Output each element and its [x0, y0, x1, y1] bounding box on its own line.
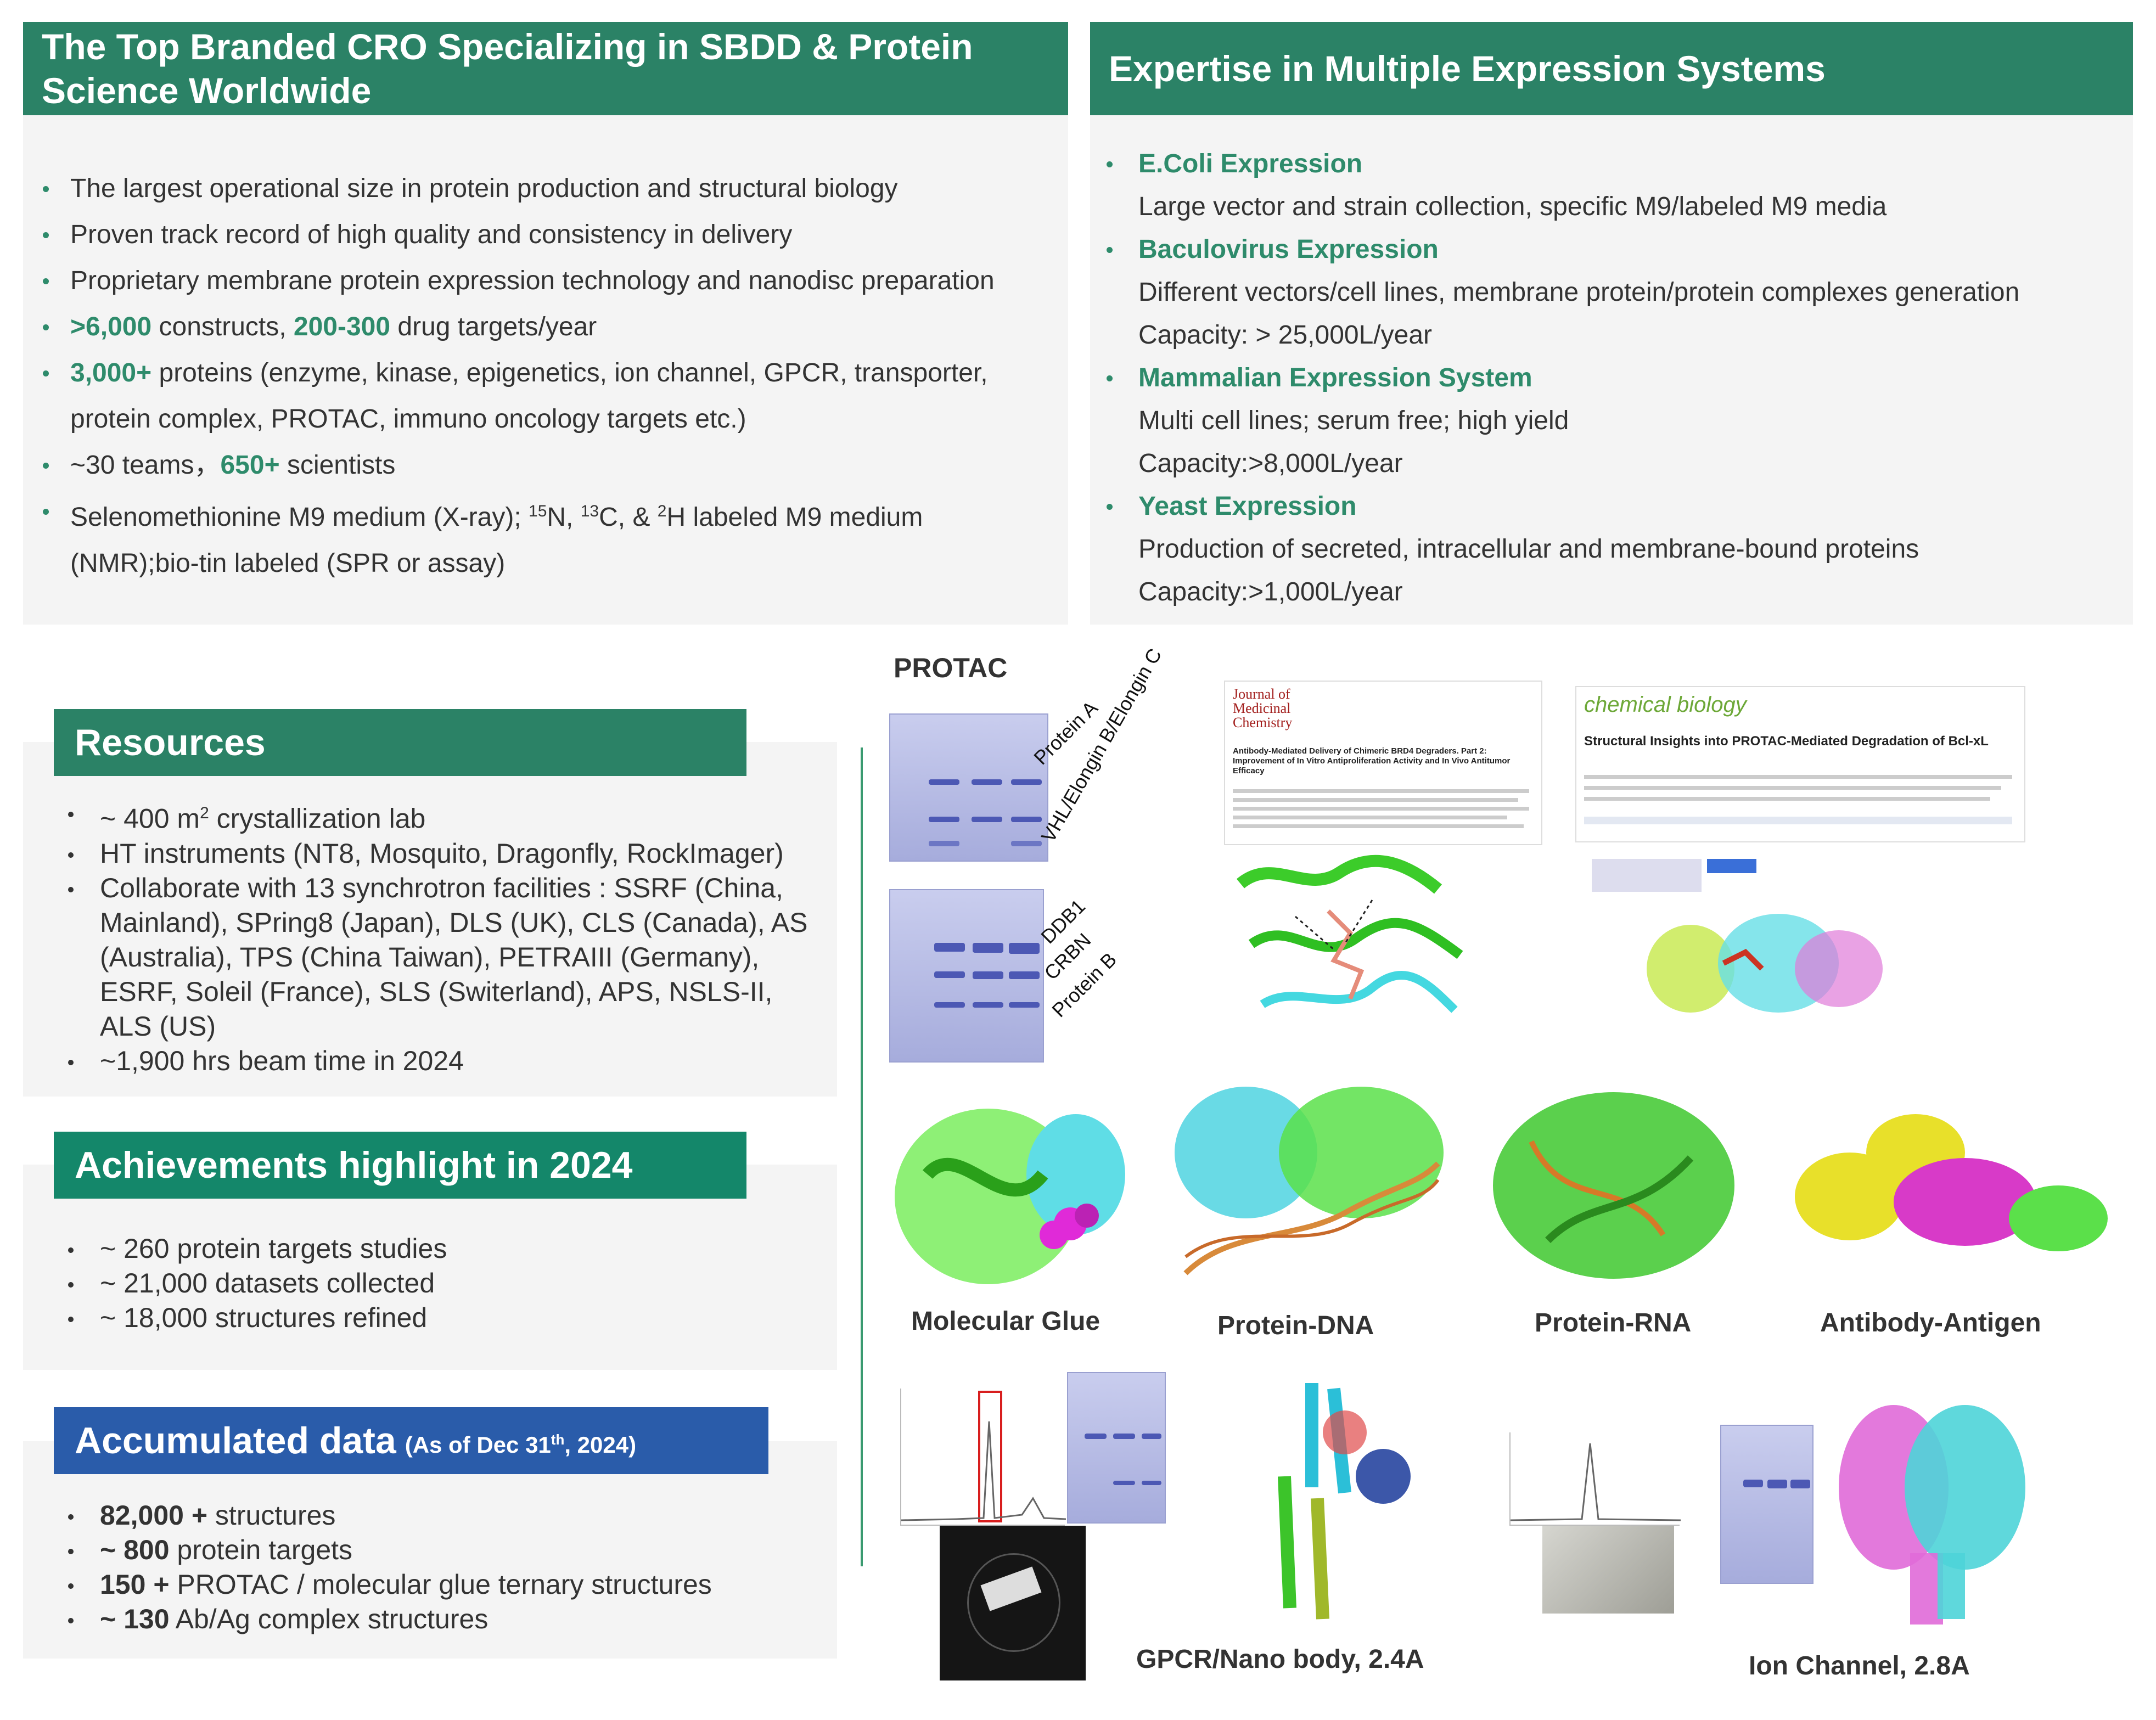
- gel-image-a: [889, 713, 1048, 862]
- gel-image-gpcr: [1067, 1372, 1166, 1524]
- list-item: HT instruments (NT8, Mosquito, Dragonfly…: [23, 836, 826, 871]
- system-mammalian: Mammalian Expression System Multi cell l…: [1107, 357, 2133, 485]
- bullet-dot: [1107, 375, 1113, 381]
- list-item: 3,000+ proteins (enzyme, kinase, epigene…: [23, 350, 1046, 442]
- ion-channel-structure-image: [1839, 1405, 2025, 1625]
- list-item: ~ 21,000 datasets collected: [23, 1266, 837, 1301]
- gpcr-nanobody-structure-image: [1278, 1383, 1411, 1620]
- list-item: ~30 teams，650+ scientists: [23, 442, 1046, 488]
- protac-label: PROTAC: [894, 653, 1008, 683]
- list-item: Proven track record of high quality and …: [23, 212, 1046, 258]
- system-ecoli: E.Coli Expression Large vector and strai…: [1107, 143, 2133, 228]
- bullet-dot: [1107, 161, 1113, 167]
- achievements-panel: [23, 1165, 837, 1370]
- list-item: ~ 18,000 structures refined: [23, 1301, 837, 1335]
- top-left-panel: The largest operational size in protein …: [23, 115, 1068, 625]
- gel-image-b: [889, 889, 1044, 1063]
- top-left-bullets: The largest operational size in protein …: [23, 166, 1068, 587]
- list-item: 150 + PROTAC / molecular glue ternary st…: [23, 1567, 837, 1602]
- list-item: The largest operational size in protein …: [23, 166, 1046, 212]
- list-item: ~ 260 protein targets studies: [23, 1232, 837, 1266]
- paper-thumbnail-jmc: Journal of Medicinal Chemistry Antibody-…: [1224, 681, 1542, 845]
- list-item: ~ 800 protein targets: [23, 1533, 837, 1567]
- journal-logo-jmc: Journal of Medicinal Chemistry: [1233, 686, 1293, 730]
- crystal-image-gpcr: [940, 1526, 1086, 1680]
- caption-molecular-glue: Molecular Glue: [911, 1307, 1101, 1336]
- protein-rna-structure-image: [1493, 1092, 1734, 1279]
- system-yeast: Yeast Expression Production of secreted,…: [1107, 485, 2133, 614]
- resources-list: ~ 400 m2 crystallization lab HT instrume…: [23, 796, 837, 1078]
- list-item: >6,000 constructs, 200-300 drug targets/…: [23, 304, 1046, 350]
- list-item: ~1,900 hrs beam time in 2024: [23, 1044, 826, 1078]
- bullet-dot: [1107, 504, 1113, 510]
- caption-antibody-antigen: Antibody-Antigen: [1820, 1308, 2041, 1337]
- accumulated-list: 82,000 + structures ~ 800 protein target…: [23, 1498, 837, 1637]
- system-baculovirus: Baculovirus Expression Different vectors…: [1107, 228, 2133, 357]
- resources-header: Resources: [54, 709, 746, 776]
- gel-image-ion-channel: [1720, 1425, 1813, 1584]
- journal-logo-acs: chemical biology: [1584, 693, 1747, 717]
- resources-panel: [23, 742, 837, 1097]
- top-left-header: The Top Branded CRO Specializing in SBDD…: [23, 22, 1068, 115]
- protein-structure-image-protac-2: [1592, 859, 1883, 1013]
- protein-structure-image-protac-1: [1236, 855, 1463, 1013]
- list-item: ~ 130 Ab/Ag complex structures: [23, 1602, 837, 1637]
- top-right-panel: E.Coli Expression Large vector and strai…: [1090, 115, 2133, 625]
- chromatogram-image-gpcr: [900, 1389, 1066, 1526]
- bullet-dot: [1107, 247, 1113, 253]
- chromatogram-image-ion-channel: [1509, 1432, 1681, 1526]
- list-item: Selenomethionine M9 medium (X-ray); 15N,…: [23, 488, 1046, 587]
- list-item: Collaborate with 13 synchrotron faciliti…: [23, 871, 826, 1044]
- vertical-divider: [861, 747, 863, 1566]
- caption-ion-channel: Ion Channel, 2.8A: [1749, 1651, 1970, 1680]
- protein-dna-structure-image: [1175, 1087, 1444, 1275]
- crystal-image-ion-channel: [1542, 1526, 1674, 1614]
- list-item: 82,000 + structures: [23, 1498, 837, 1533]
- list-item: Proprietary membrane protein expression …: [23, 258, 1046, 304]
- achievements-header: Achievements highlight in 2024: [54, 1132, 746, 1199]
- caption-gpcr-nanobody: GPCR/Nano body, 2.4A: [1136, 1645, 1424, 1674]
- molecular-glue-structure-image: [895, 1109, 1125, 1284]
- top-right-title: Expertise in Multiple Expression Systems: [1109, 48, 1826, 89]
- top-left-title: The Top Branded CRO Specializing in SBDD…: [42, 26, 973, 111]
- list-item: ~ 400 m2 crystallization lab: [23, 796, 826, 836]
- caption-protein-dna: Protein-DNA: [1217, 1311, 1374, 1340]
- paper-title-jmc: Antibody-Mediated Delivery of Chimeric B…: [1233, 746, 1511, 775]
- accumulated-header: Accumulated data (As of Dec 31th, 2024): [54, 1407, 768, 1474]
- accumulated-panel: [23, 1441, 837, 1659]
- paper-title-acs: Structural Insights into PROTAC-Mediated…: [1584, 734, 1989, 749]
- top-right-header: Expertise in Multiple Expression Systems: [1090, 22, 2133, 115]
- paper-thumbnail-acs: chemical biology Structural Insights int…: [1575, 686, 2025, 842]
- caption-protein-rna: Protein-RNA: [1535, 1308, 1692, 1337]
- achievements-list: ~ 260 protein targets studies ~ 21,000 d…: [23, 1232, 837, 1335]
- antibody-antigen-structure-image: [1795, 1114, 2108, 1251]
